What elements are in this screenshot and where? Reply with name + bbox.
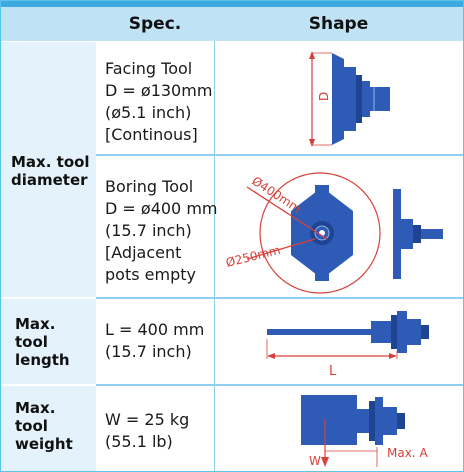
spec-line: L = 400 mm <box>105 320 205 339</box>
boring-tool-diagram: Ø400mm Ø250mm <box>224 172 443 294</box>
spec-line: W = 25 kg <box>105 410 190 429</box>
spec-boring-tool: Boring Tool D = ø400 mm (15.7 inch) [Adj… <box>105 176 217 286</box>
row-divider <box>96 384 463 386</box>
row-divider <box>1 297 96 299</box>
row-label-weight: Max. tool weight <box>15 399 73 453</box>
row-label-line: Max. <box>15 315 56 333</box>
spec-line: D = ø130mm <box>105 81 213 100</box>
spec-line: (15.7 inch) <box>105 221 192 240</box>
row-label-line: length <box>15 351 70 369</box>
length-dim-label: L <box>329 364 337 379</box>
spec-line: pots empty <box>105 265 196 284</box>
spec-length: L = 400 mm (15.7 inch) <box>105 319 204 363</box>
accent-bar <box>1 1 463 7</box>
spec-line: D = ø400 mm <box>105 199 218 218</box>
weight-max-label: Max. A <box>387 446 428 460</box>
spec-line: (15.7 inch) <box>105 342 192 361</box>
column-divider <box>214 41 215 471</box>
header-spec: Spec. <box>128 14 182 34</box>
row-label-line: diameter <box>11 171 88 189</box>
spec-line: [Continous] <box>105 125 198 144</box>
row-label-diameter: Max. tool diameter <box>11 153 90 189</box>
boring-inner-dim-label: Ø250mm <box>224 243 281 270</box>
weight-diagram: W Max. A <box>301 395 428 468</box>
spec-line: Facing Tool <box>105 59 193 78</box>
facing-tool-diagram: D <box>309 51 390 147</box>
column-divider <box>96 41 97 471</box>
row-divider <box>96 297 463 299</box>
row-label-line: tool <box>15 417 48 435</box>
row-label-length: Max. tool length <box>15 315 70 369</box>
row-divider <box>1 384 96 386</box>
spec-line: [Adjacent <box>105 243 182 262</box>
header-shape: Shape <box>308 14 369 34</box>
row-label-line: weight <box>15 435 73 453</box>
row-label-line: tool <box>15 333 48 351</box>
row-label-line: Max. <box>15 399 56 417</box>
spec-line: Boring Tool <box>105 177 194 196</box>
spec-weight: W = 25 kg (55.1 lb) <box>105 409 189 453</box>
row-divider <box>96 154 463 156</box>
spec-line: (55.1 lb) <box>105 432 173 451</box>
table-header: Spec. Shape <box>1 7 463 42</box>
length-diagram: L <box>266 311 429 379</box>
boring-outer-dim-label: Ø400mm <box>249 174 303 216</box>
label-column <box>1 42 96 471</box>
spec-facing-tool: Facing Tool D = ø130mm (ø5.1 inch) [Cont… <box>105 58 212 146</box>
spec-line: (ø5.1 inch) <box>105 103 192 122</box>
facing-dim-label: D <box>317 92 331 101</box>
row-label-line: Max. tool <box>11 153 90 171</box>
weight-w-label: W <box>309 454 321 468</box>
